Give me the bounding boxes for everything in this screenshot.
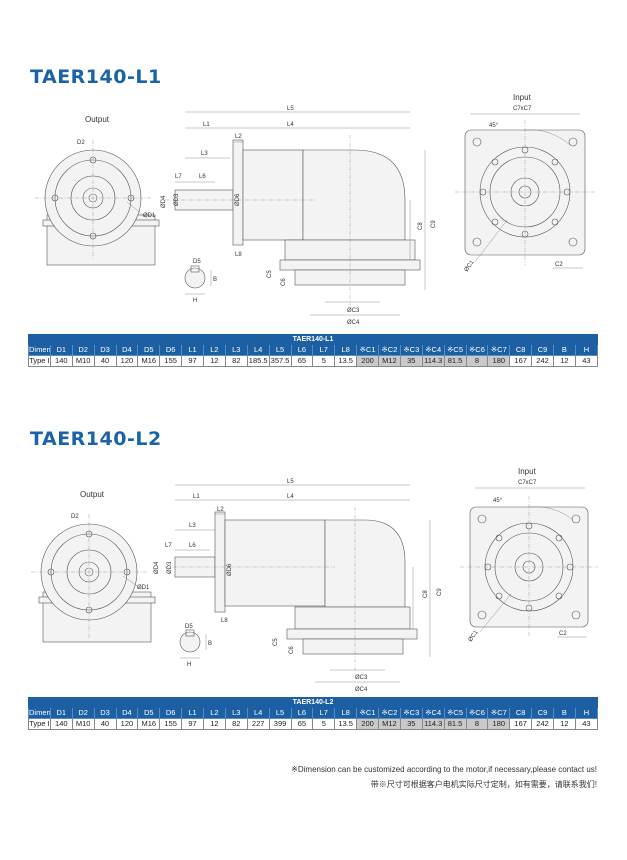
c7xc7-label: C7xC7 bbox=[518, 480, 537, 486]
l1-label: L1 bbox=[203, 122, 210, 128]
d3-label: ØD3 bbox=[174, 193, 180, 206]
l3-label: L3 bbox=[201, 151, 208, 157]
section-title-l2: TAER140-L2 bbox=[30, 428, 162, 450]
l8-label: L8 bbox=[235, 252, 242, 258]
section-title-l1: TAER140-L1 bbox=[30, 66, 162, 88]
d5-label: D5 bbox=[185, 624, 193, 630]
table-header-row: Dimension D1 D2 D3 D4 D5 D6 L1 L2 L3 L4 … bbox=[28, 344, 599, 356]
gearbox-side-view bbox=[165, 135, 421, 305]
d1-label: ØD1 bbox=[137, 585, 150, 591]
footer-note-english: ※Dimension can be customized according t… bbox=[291, 765, 597, 774]
b-label: B bbox=[208, 641, 212, 647]
d1-label: ØD1 bbox=[143, 213, 156, 219]
c9-label: C9 bbox=[437, 588, 443, 596]
d2-label: D2 bbox=[77, 140, 85, 146]
gearbox-side-view bbox=[165, 507, 418, 672]
l4-label: L4 bbox=[287, 122, 294, 128]
d3-label: ØD3 bbox=[167, 561, 173, 574]
l5-label: L5 bbox=[287, 479, 294, 485]
key-detail-view bbox=[184, 265, 212, 295]
l5-label: L5 bbox=[287, 106, 294, 112]
input-label: Input bbox=[513, 93, 532, 102]
c1-label: ØC1 bbox=[464, 259, 476, 273]
c3-label: ØC3 bbox=[355, 675, 368, 681]
l1-label: L1 bbox=[193, 494, 200, 500]
h-label: H bbox=[187, 662, 191, 668]
c5-label: C5 bbox=[273, 638, 279, 646]
h-label: H bbox=[193, 298, 197, 304]
d6-label: ØD6 bbox=[235, 193, 241, 206]
c2-label: C2 bbox=[559, 631, 567, 637]
c9-label: C9 bbox=[431, 220, 437, 228]
output-front-view bbox=[35, 140, 160, 266]
spec-table-l2: TAER140-L2 Dimension D1 D2 D3 D4 D5 D6 L… bbox=[28, 697, 599, 730]
d4-label: ØD4 bbox=[161, 195, 167, 208]
output-label: Output bbox=[85, 115, 110, 124]
d6-label: ØD6 bbox=[227, 563, 233, 576]
l7-label: L7 bbox=[175, 174, 182, 180]
l7-label: L7 bbox=[165, 543, 172, 549]
technical-drawing-l1: Output D2 ØD1 D5 B H bbox=[35, 93, 595, 326]
angle-label: 45° bbox=[493, 498, 503, 504]
spec-table-l1: TAER140-L1 Dimension D1 D2 D3 D4 D5 D6 L… bbox=[28, 334, 599, 367]
table-caption-l2: TAER140-L2 bbox=[28, 697, 598, 708]
input-flange-view bbox=[455, 120, 595, 269]
c6-label: C6 bbox=[281, 278, 287, 286]
l8-label: L8 bbox=[221, 618, 228, 624]
b-label: B bbox=[213, 277, 217, 283]
output-front-view bbox=[31, 514, 156, 643]
c5-label: C5 bbox=[267, 270, 273, 278]
l6-label: L6 bbox=[199, 174, 206, 180]
l2-label: L2 bbox=[217, 507, 224, 513]
c1-label: ØC1 bbox=[468, 629, 480, 643]
output-label: Output bbox=[80, 490, 105, 499]
angle-label: 45° bbox=[489, 123, 499, 129]
c4-label: ØC4 bbox=[347, 320, 360, 326]
input-label: Input bbox=[518, 467, 537, 476]
d2-label: D2 bbox=[71, 514, 79, 520]
l4-label: L4 bbox=[287, 494, 294, 500]
key-detail-view bbox=[179, 629, 207, 659]
l2-label: L2 bbox=[235, 134, 242, 140]
l6-label: L6 bbox=[189, 543, 196, 549]
table-row: Type I 140 M10 40 120 M16 155 97 12 82 1… bbox=[28, 355, 599, 367]
c8-label: C8 bbox=[418, 222, 424, 230]
c3-label: ØC3 bbox=[347, 308, 360, 314]
l3-label: L3 bbox=[189, 523, 196, 529]
technical-drawing-l2: Output D2 ØD1 D5 B H bbox=[31, 467, 598, 693]
input-flange-view bbox=[460, 496, 598, 638]
table-caption-l1: TAER140-L1 bbox=[28, 334, 598, 345]
c6-label: C6 bbox=[289, 646, 295, 654]
c8-label: C8 bbox=[423, 590, 429, 598]
d5-label: D5 bbox=[193, 259, 201, 265]
table-row: Type I 140 M10 40 120 M16 155 97 12 82 2… bbox=[28, 718, 599, 730]
c7xc7-label: C7xC7 bbox=[513, 106, 532, 112]
table-header-row: Dimension D1 D2 D3 D4 D5 D6 L1 L2 L3 L4 … bbox=[28, 707, 599, 719]
c2-label: C2 bbox=[555, 262, 563, 268]
c4-label: ØC4 bbox=[355, 687, 368, 693]
footer-note-chinese: 带※尺寸可根据客户电机实际尺寸定制，如有需要，请联系我们! bbox=[370, 780, 597, 789]
d4-label: ØD4 bbox=[154, 561, 160, 574]
